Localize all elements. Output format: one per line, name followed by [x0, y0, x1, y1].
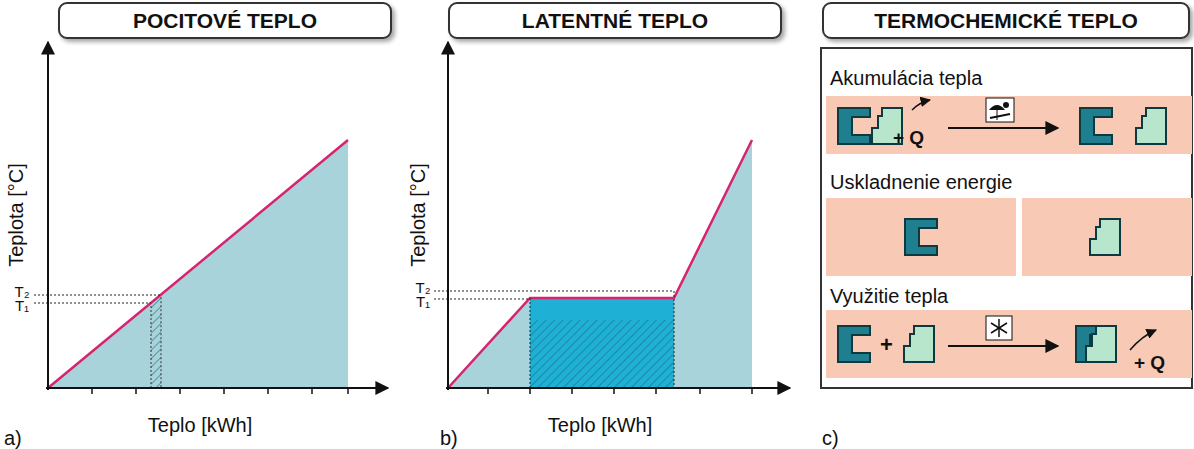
heading-text: TERMOCHEMICKÉ TEPLO — [874, 9, 1138, 33]
axis-mark: T₂ — [15, 284, 30, 299]
sun-icon — [986, 98, 1014, 122]
step-heading: Akumulácia tepla — [830, 68, 982, 88]
heading-box: POCITOVÉ TEPLO — [58, 2, 392, 39]
heat-symbol: + Q — [893, 128, 924, 147]
step-heading: Uskladnenie energie — [830, 172, 1012, 192]
axis-title: Teplota [°C] — [408, 163, 428, 267]
panel-letter: c) — [822, 428, 839, 448]
axis-title: Teplo [kWh] — [548, 415, 652, 435]
panel-letter: b) — [440, 428, 458, 448]
latent-heat-chart — [434, 42, 790, 394]
thermochemical-scheme — [821, 48, 1192, 388]
snowflake-icon — [986, 316, 1012, 340]
axis-title: Teplo [kWh] — [148, 415, 252, 435]
heading-box: TERMOCHEMICKÉ TEPLO — [822, 2, 1190, 39]
heat-symbol: + Q — [1134, 353, 1165, 372]
heading-text: POCITOVÉ TEPLO — [133, 9, 317, 33]
axis-mark: T₁ — [416, 294, 430, 309]
step-heading: Využitie tepla — [830, 286, 948, 306]
axis-title: Teplota [°C] — [6, 163, 26, 267]
heading-text: LATENTNÉ TEPLO — [522, 9, 708, 33]
axis-mark: T₂ — [416, 280, 431, 295]
plus-sign: + — [880, 334, 893, 356]
axis-mark: T₁ — [15, 298, 29, 313]
heading-box: LATENTNÉ TEPLO — [448, 2, 782, 39]
panel-letter: a) — [4, 428, 22, 448]
sensible-heat-chart — [34, 42, 388, 394]
